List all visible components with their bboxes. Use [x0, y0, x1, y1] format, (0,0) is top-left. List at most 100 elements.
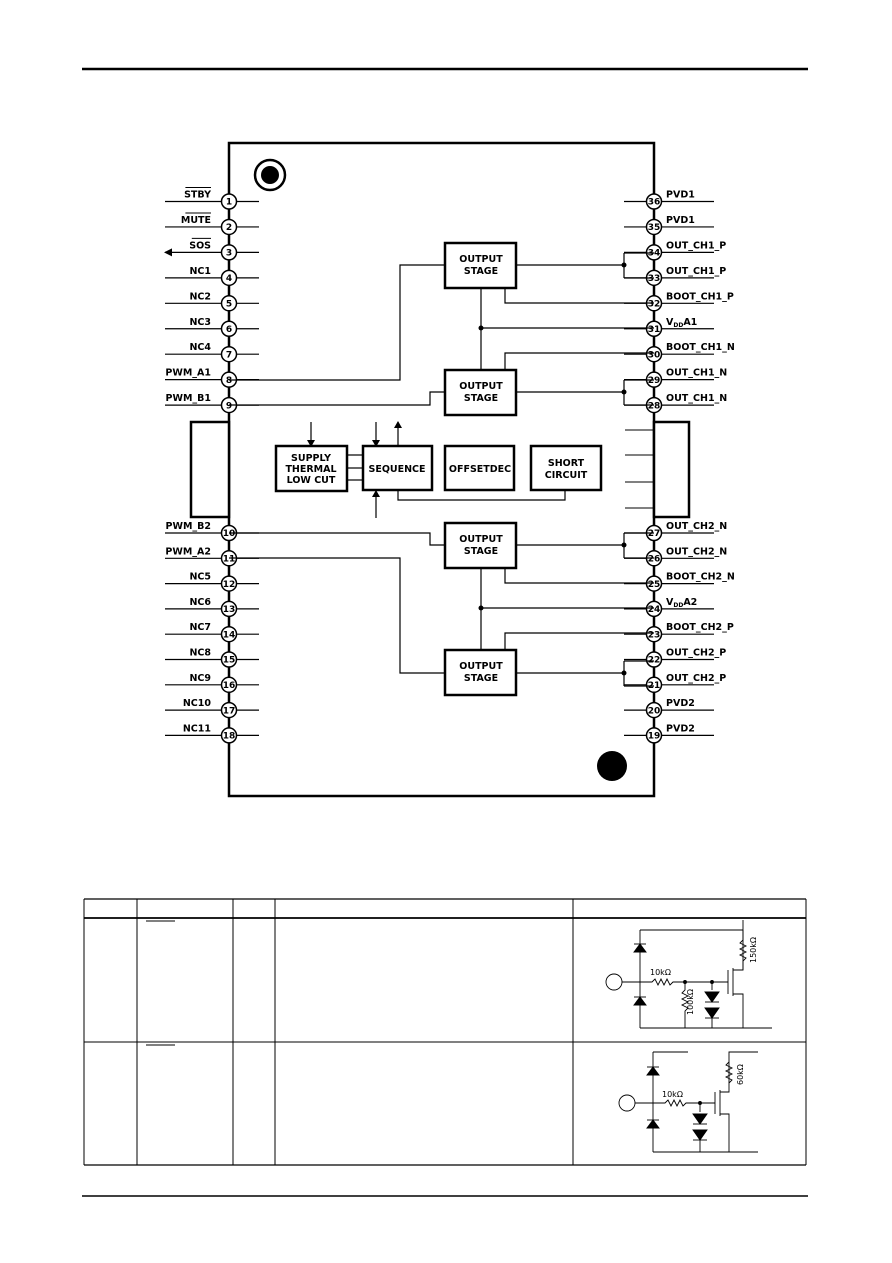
left-pin-label: NC8 — [189, 648, 211, 659]
circuit1-r1: 10kΩ — [650, 968, 671, 977]
left-pin-number: 16 — [223, 681, 236, 691]
svg-text:SUPPLY: SUPPLY — [291, 453, 331, 464]
equivalent-circuit-2 — [618, 1051, 758, 1153]
right-pin-36: 36 PVD1 — [624, 190, 714, 210]
right-pin-20: 20 PVD2 — [624, 698, 714, 719]
circuit1-r2: 100kΩ — [686, 989, 695, 1015]
left-pin-10: 10 PWM_B2 — [165, 521, 259, 542]
right-pin-number: 20 — [648, 706, 661, 716]
left-pin-label: STBY — [184, 190, 211, 201]
right-pin-label: OUT_CH2_N — [666, 546, 727, 557]
circuit1-r3: 150kΩ — [749, 937, 758, 963]
circuit2-r1: 10kΩ — [662, 1090, 683, 1099]
left-pin-number: 3 — [226, 249, 232, 259]
right-pin-label: PVD2 — [666, 698, 695, 709]
left-pin-number: 7 — [226, 350, 232, 360]
right-pin-label: BOOT_CH1_P — [666, 291, 734, 302]
right-pin-label: VDDA1 — [666, 317, 697, 329]
output-stage-4-line1: OUTPUT — [459, 661, 503, 672]
right-pin-number: 26 — [648, 555, 661, 565]
short-circuit-block: SHORT CIRCUIT — [529, 444, 603, 492]
left-pin-label: NC3 — [189, 317, 211, 328]
arrowheads — [307, 421, 402, 497]
right-pin-label: OUT_CH1_P — [666, 240, 726, 251]
left-pin-label: NC11 — [183, 723, 211, 734]
left-pin-label: NC1 — [189, 266, 211, 277]
right-pins: 36PVD135PVD134OUT_CH1_P33OUT_CH1_P32BOOT… — [624, 190, 735, 744]
left-pin-number: 9 — [226, 401, 232, 411]
svg-text:SEQUENCE: SEQUENCE — [368, 464, 425, 475]
right-pin-label: OUT_CH1_N — [666, 393, 727, 404]
pin1-marker-ring — [253, 158, 287, 192]
left-pin-label: NC5 — [189, 572, 211, 583]
right-pin-number: 30 — [648, 350, 661, 360]
left-pin-label: NC7 — [189, 622, 211, 633]
left-pin-label: PWM_B1 — [166, 393, 212, 404]
output-stage-1-line1: OUTPUT — [459, 254, 503, 265]
left-pin-number: 17 — [223, 706, 236, 716]
left-pin-number: 10 — [223, 529, 236, 539]
left-pin-9: 9 PWM_B1 — [165, 393, 259, 414]
left-pin-number: 18 — [223, 732, 236, 742]
svg-text:SHORT: SHORT — [548, 458, 585, 469]
left-pin-number: 11 — [223, 555, 236, 565]
output-stage-3-line1: OUTPUT — [459, 534, 503, 545]
right-pin-label: OUT_CH1_N — [666, 368, 727, 379]
left-pin-number: 4 — [226, 274, 232, 284]
left-pin-number: 14 — [223, 630, 236, 640]
output-stage-2: OUTPUT STAGE — [443, 368, 518, 417]
circuit2-r3: 60kΩ — [736, 1064, 745, 1085]
left-pin-number: 5 — [226, 300, 232, 310]
right-pin-label: VDDA2 — [666, 597, 697, 609]
left-pin-3: 3 SOS — [164, 237, 259, 261]
svg-text:CIRCUIT: CIRCUIT — [545, 470, 588, 481]
right-pin-label: PVD1 — [666, 190, 695, 201]
right-pin-32: 32 BOOT_CH1_P — [624, 291, 734, 312]
output-stage-2-line2: STAGE — [464, 393, 498, 404]
output-stage-4-line2: STAGE — [464, 673, 498, 684]
output-stage-3-line2: STAGE — [464, 546, 498, 557]
right-pin-label: BOOT_CH1_N — [666, 342, 735, 353]
supply-thermal-block: SUPPLY THERMAL LOW CUT — [274, 444, 349, 493]
left-pin-5: 5 NC2 — [165, 291, 259, 312]
left-pin-label: PWM_A1 — [165, 368, 211, 379]
right-pin-30: 30 BOOT_CH1_N — [624, 342, 735, 363]
right-pin-number: 36 — [648, 198, 661, 208]
pin-description-table — [83, 898, 807, 1166]
right-pin-number: 32 — [648, 300, 661, 310]
right-pin-number: 35 — [648, 223, 661, 233]
right-pin-label: OUT_CH2_P — [666, 673, 726, 684]
right-pin-number: 31 — [648, 325, 661, 335]
output-stage-1: OUTPUT STAGE — [443, 241, 518, 290]
left-heat-tab — [189, 420, 231, 519]
left-pin-label: SOS — [189, 240, 211, 251]
right-pin-label: OUT_CH1_P — [666, 266, 726, 277]
left-pin-number: 15 — [223, 656, 236, 666]
left-pin-label: NC6 — [189, 597, 211, 608]
sequence-block: SEQUENCE — [361, 444, 434, 492]
left-pin-label: PWM_A2 — [165, 546, 211, 557]
left-pin-label: PWM_B2 — [166, 521, 212, 532]
right-pin-number: 25 — [648, 580, 661, 590]
left-pin-label: NC2 — [189, 291, 211, 302]
output-stage-4: OUTPUT STAGE — [443, 648, 518, 697]
right-pin-number: 24 — [648, 605, 661, 615]
pin1-marker-dot — [261, 166, 279, 184]
